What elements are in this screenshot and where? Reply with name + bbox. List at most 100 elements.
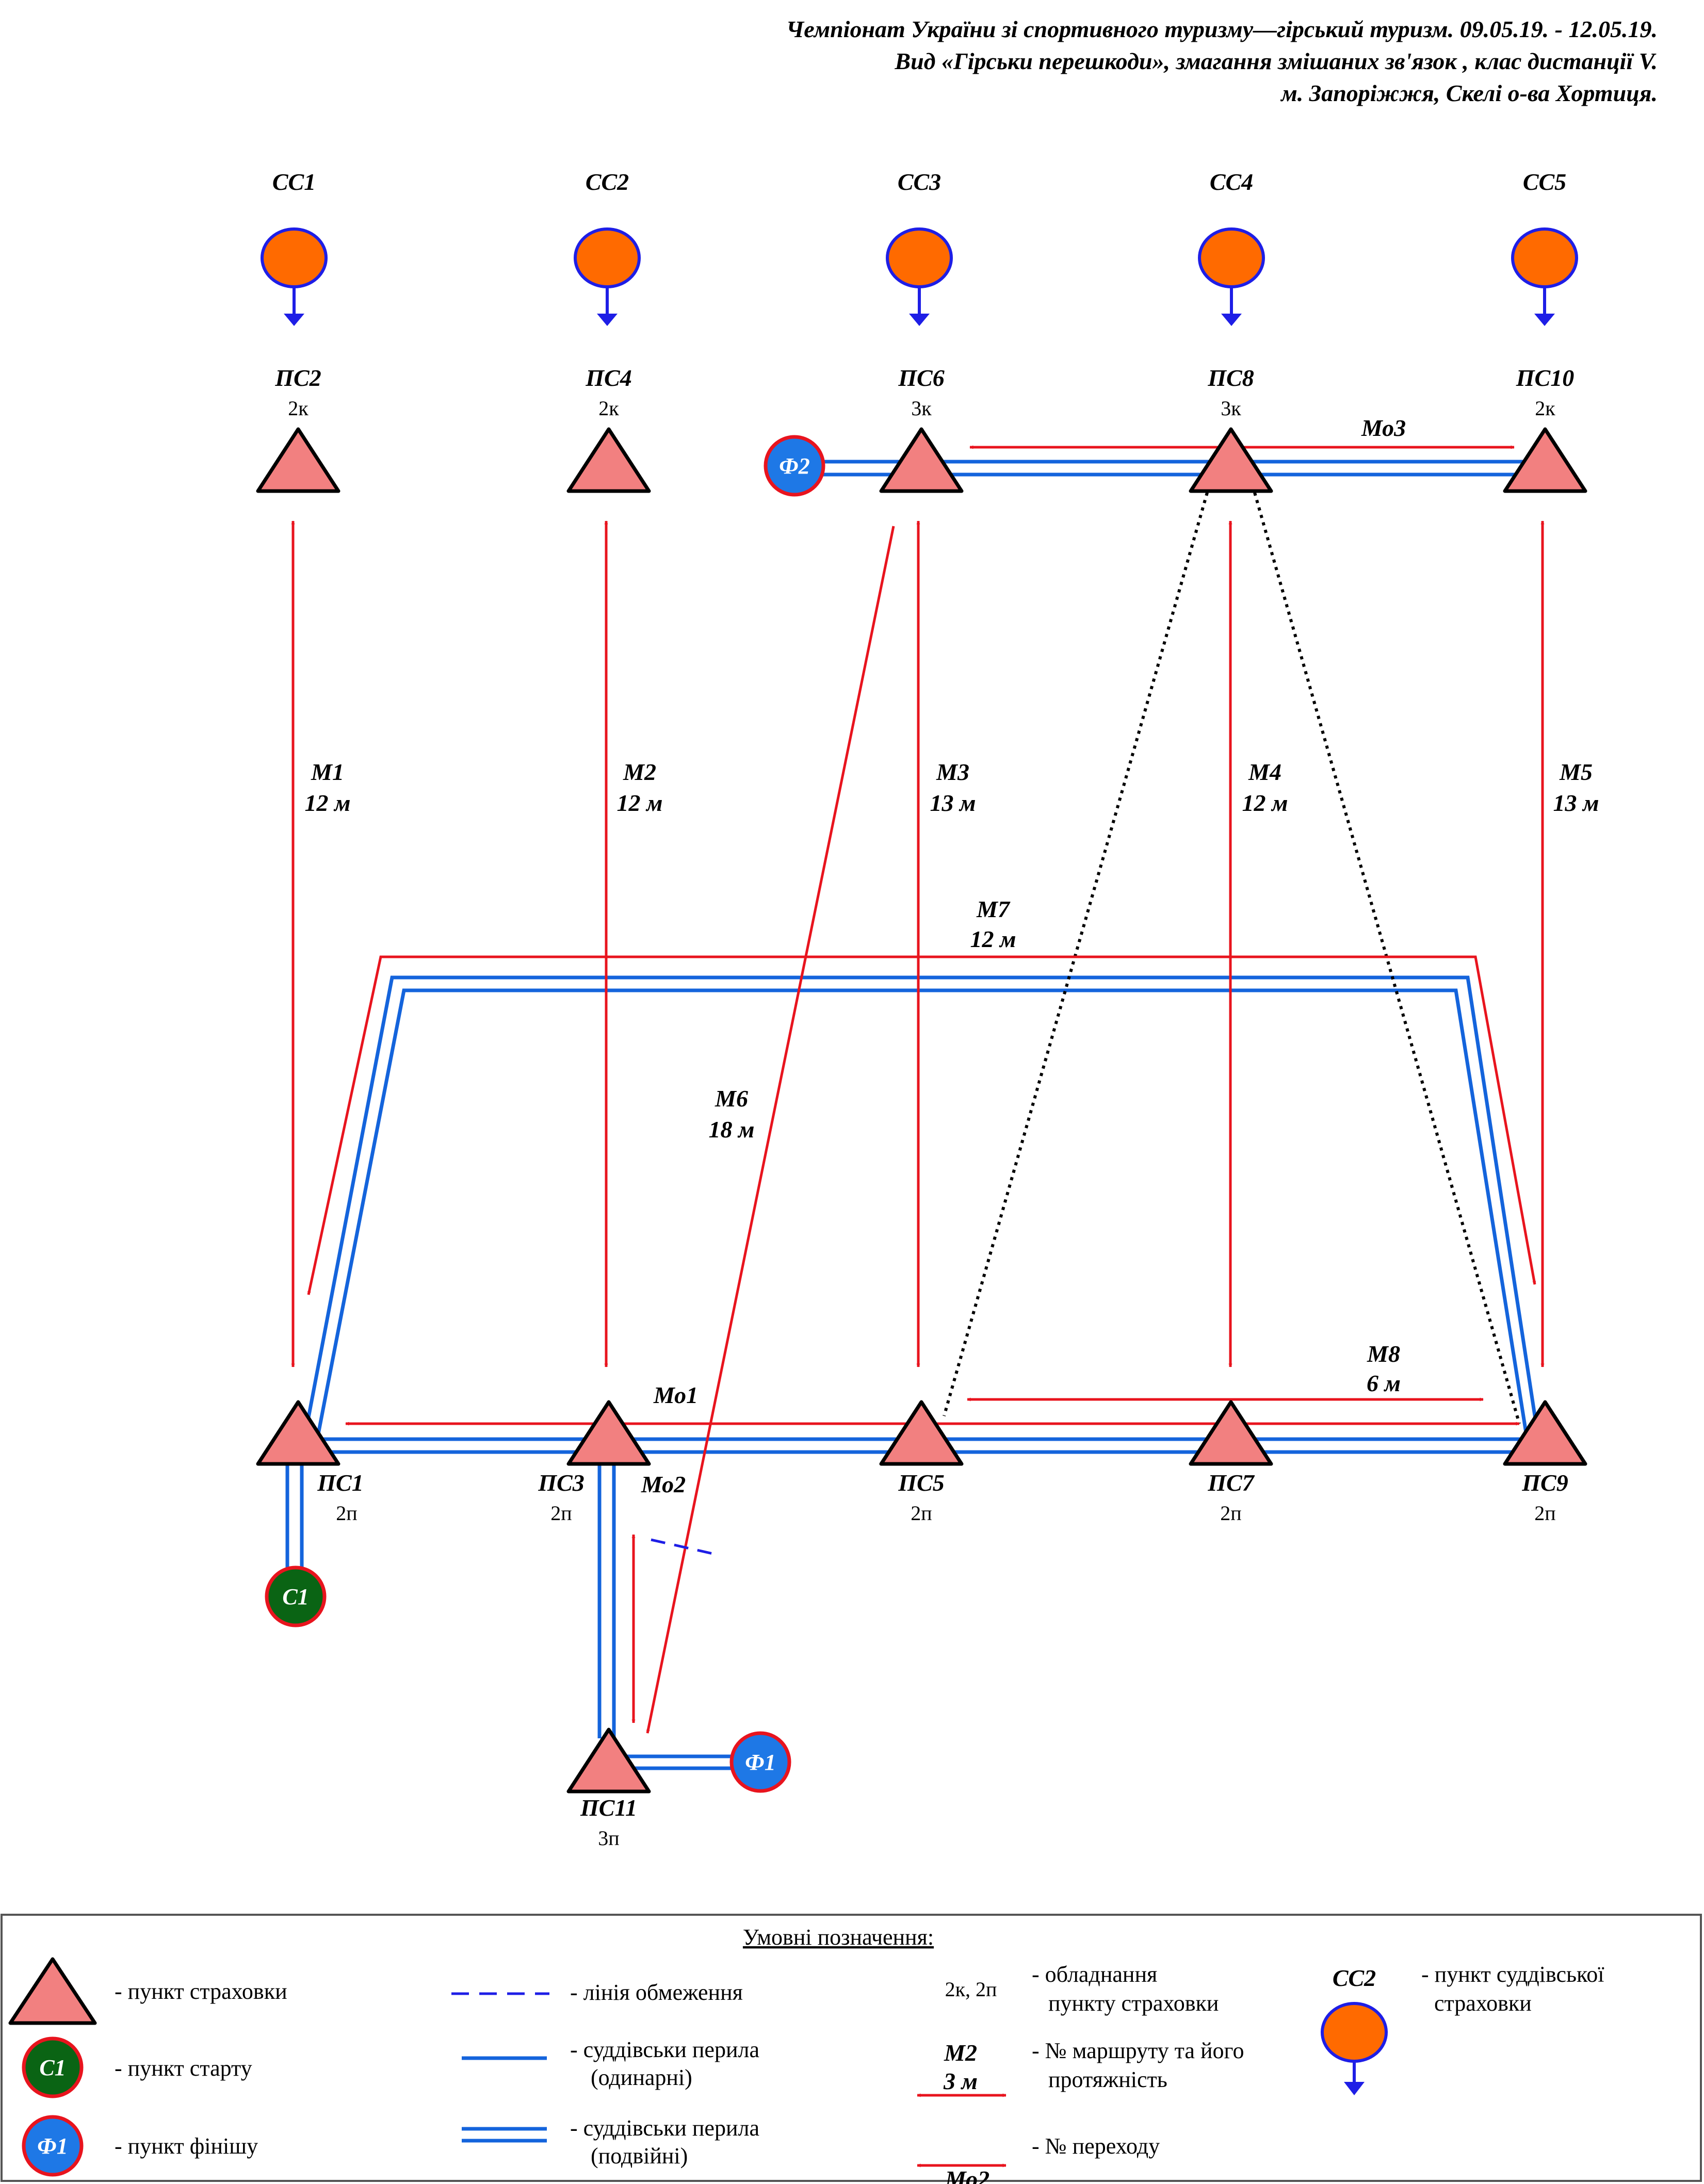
transition-mo2-name: Мо2: [641, 1471, 686, 1497]
finish-label: Ф1: [745, 1750, 775, 1775]
route-m3-length: 13 м: [930, 790, 976, 816]
legend-finish-circle: [22, 2115, 84, 2177]
belay-point-label: ПС6: [898, 365, 944, 391]
belay-triangle: [566, 1727, 651, 1794]
legend-route-desc-2: протяжність: [1048, 2067, 1167, 2092]
upper-belay-points: ПС2 2к ПС4 2к ПС6 3к ПС8 3к ПС10 2к: [256, 365, 1587, 493]
route-m4-length: 12 м: [1242, 790, 1288, 816]
belay-point-ps4: ПС4 2к: [566, 365, 651, 493]
finish-circle: [764, 435, 825, 497]
belay-triangle: [566, 1400, 651, 1466]
judge-point-label: СС5: [1523, 169, 1566, 195]
legend-route-desc-1: - № маршруту та його: [1032, 2038, 1244, 2063]
judge-point-label: СС4: [1210, 169, 1253, 195]
legend-equip-desc-1: - обладнання: [1032, 1962, 1157, 1987]
belay-point-equipment: 2к: [288, 397, 309, 420]
belay-point-equipment: 3к: [911, 397, 932, 420]
route-arrows: [291, 445, 1545, 1734]
legend-finish-desc: - пункт фінішу: [115, 2133, 258, 2159]
belay-triangle: [1189, 1400, 1273, 1466]
dotted-line-right: [1253, 492, 1521, 1424]
rail-frame-b: [315, 988, 1529, 1440]
route-labels: М1 12 м М2 12 м М3 13 м М4 12 м М5 13 м …: [304, 415, 1599, 1497]
belay-point-label: ПС11: [580, 1795, 637, 1821]
header-line-1: Чемпіонат України зі спортивного туризму…: [786, 16, 1658, 42]
legend-rail-single-desc-2: (одинарні): [591, 2065, 692, 2090]
legend-frame: [1, 1914, 1702, 2182]
belay-triangle: [566, 427, 651, 493]
route-m8-length: 6 м: [1367, 1370, 1401, 1396]
judge-point-label: СС2: [586, 169, 629, 195]
belay-triangle: [256, 427, 340, 493]
route-m1-name: М1: [311, 759, 344, 785]
belay-point-ps2: ПС2 2к: [256, 365, 340, 493]
judge-down-arrowhead: [1534, 314, 1555, 326]
dotted-lines: [943, 492, 1521, 1424]
belay-point-equipment: 3п: [598, 1827, 619, 1850]
legend-route-sample-length: 3 м: [943, 2068, 978, 2094]
belay-point-label: ПС8: [1207, 365, 1254, 391]
route-m8-name: М8: [1367, 1341, 1400, 1367]
route-m7-length: 12 м: [970, 926, 1016, 952]
judge-circle: [1511, 227, 1578, 288]
rail-frame-a: [302, 975, 1540, 1440]
belay-triangle: [879, 1400, 964, 1466]
route-m5-length: 13 м: [1553, 790, 1599, 816]
restriction-line: [651, 1538, 720, 1557]
route-m1-length: 12 м: [304, 790, 350, 816]
legend-route-sample-name: М2: [944, 2040, 977, 2066]
judge-points: СС1 СС2 СС3 СС4: [261, 169, 1578, 326]
legend-finish-sample: Ф1: [37, 2133, 68, 2159]
judge-down-arrowhead: [597, 314, 618, 326]
route-m2-name: М2: [623, 759, 656, 785]
belay-point-equipment: 2п: [1534, 1502, 1555, 1525]
route-m7-arrow: [307, 955, 1536, 1295]
legend-judge-desc-1: - пункт суддівської: [1421, 1962, 1604, 1987]
belay-point-label: ПС5: [898, 1470, 944, 1496]
belay-point-label: ПС10: [1516, 365, 1574, 391]
header-line-3: м. Запоріжжя, Скелі о-ва Хортиця.: [1281, 80, 1658, 106]
judge-circle: [574, 227, 641, 288]
finish-point-f2: Ф2: [764, 435, 825, 497]
belay-point-equipment: 2п: [911, 1502, 932, 1525]
belay-point-ps7: ПС7 2п: [1189, 1400, 1273, 1525]
route-m6-name: М6: [715, 1085, 748, 1112]
transition-mo3-name: Мо3: [1361, 415, 1406, 441]
belay-point-ps6: ПС6 3к: [879, 365, 964, 493]
belay-triangle: [1503, 1400, 1587, 1466]
route-m5-name: М5: [1559, 759, 1593, 785]
belay-point-ps5: ПС5 2п: [879, 1400, 964, 1525]
belay-point-equipment: 3к: [1221, 397, 1241, 420]
route-m3-name: М3: [936, 759, 969, 785]
belay-point-label: ПС9: [1521, 1470, 1568, 1496]
belay-triangle: [1503, 427, 1587, 493]
legend-restriction-desc: - лінія обмеження: [570, 1980, 743, 2005]
belay-point-label: ПС2: [274, 365, 321, 391]
legend-equip-sample: 2к, 2п: [945, 1978, 997, 2001]
belay-triangle: [256, 1400, 340, 1466]
belay-point-label: ПС1: [317, 1470, 363, 1496]
header-line-2: Вид «Гірськи перешкоди», змагання змішан…: [895, 48, 1658, 74]
belay-point-equipment: 2п: [1220, 1502, 1241, 1525]
belay-triangle: [1189, 427, 1273, 493]
start-circle: [265, 1566, 327, 1627]
judge-down-arrowhead: [909, 314, 930, 326]
transition-mo1-name: Мо1: [653, 1382, 698, 1408]
judge-point-cc1: СС1: [261, 169, 328, 326]
legend-belay-triangle: [8, 1957, 97, 2025]
judge-point-cc3: СС3: [886, 169, 953, 326]
belay-point-ps3: ПС3 2п: [538, 1400, 651, 1525]
legend-judge-desc-2: страховки: [1434, 1991, 1532, 2016]
route-m2-length: 12 м: [616, 790, 662, 816]
judge-point-cc4: СС4: [1198, 169, 1265, 326]
start-point-c1: С1: [265, 1566, 327, 1627]
legend-rail-double-desc-2: (подвійні): [591, 2143, 688, 2169]
belay-point-label: ПС4: [585, 365, 631, 391]
belay-point-ps1: ПС1 2п: [256, 1400, 364, 1525]
judge-circle: [1198, 227, 1265, 288]
legend: Умовні позначення: - пункт страховки С1 …: [1, 1914, 1702, 2184]
belay-point-label: ПС7: [1207, 1470, 1255, 1496]
legend-judge-down-arrowhead: [1344, 2082, 1365, 2095]
belay-point-equipment: 2к: [598, 397, 619, 420]
